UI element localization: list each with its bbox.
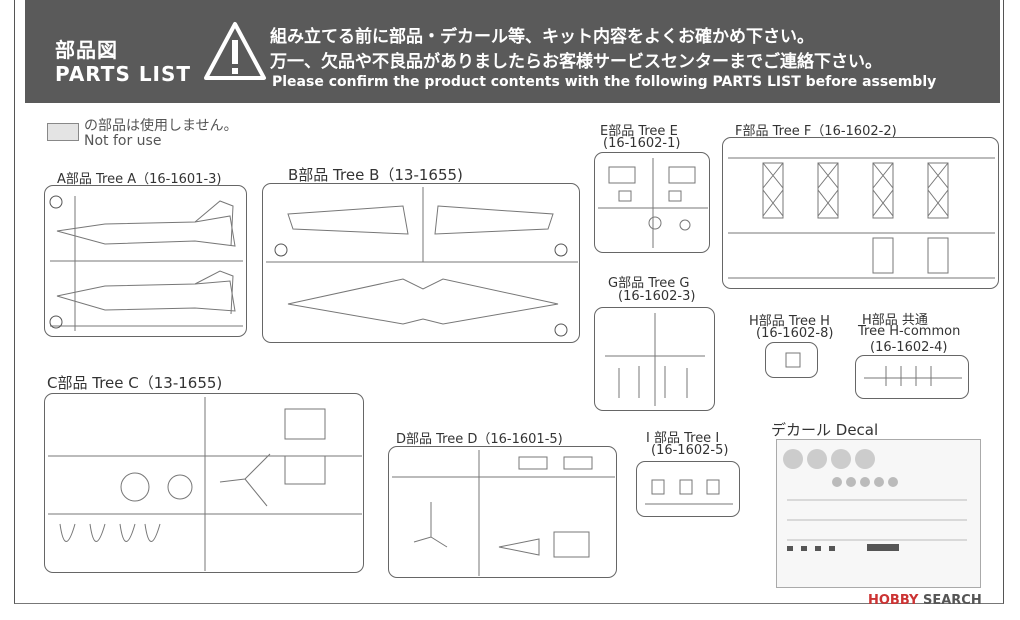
tree-h-common-parts-drawing (864, 366, 962, 386)
tree-b-frame (262, 183, 580, 343)
tree-i-parts-drawing (645, 479, 733, 505)
tree-i-frame (636, 461, 740, 517)
tree-e-parts-drawing (598, 158, 708, 248)
header-banner: 部品図 PARTS LIST 組み立てる前に部品・デカール等、キット内容をよくお… (25, 0, 1000, 103)
tree-h-parts-drawing (785, 352, 801, 368)
title-en: PARTS LIST (55, 62, 192, 86)
page-border (14, 0, 1004, 604)
title-jp: 部品図 (55, 38, 118, 62)
tree-f-parts-drawing (728, 157, 995, 279)
tree-d-frame (388, 446, 617, 578)
tree-g-frame (594, 307, 715, 411)
tree-c-parts-drawing (48, 397, 362, 571)
tree-g-label: G部品 Tree G (608, 276, 690, 291)
tree-h-common-label2: Tree H-common (858, 324, 961, 339)
tree-h-label: H部品 Tree H (749, 314, 830, 329)
tree-d-parts-drawing (392, 450, 615, 576)
tree-a-parts-drawing (49, 195, 243, 331)
tree-b-label: B部品 Tree B（13-1655) (288, 166, 463, 184)
tree-g-code: (16-1602-3) (618, 289, 696, 304)
notice-en: Please confirm the product contents with… (272, 74, 937, 90)
tree-f-frame (722, 137, 999, 289)
not-for-use-swatch (47, 123, 79, 141)
tree-g-parts-drawing (605, 313, 705, 406)
tree-h-common-label1: H部品 共通 (862, 313, 928, 328)
tree-i-code: (16-1602-5) (651, 443, 729, 458)
tree-h-common-frame (855, 355, 969, 399)
decal-label: デカール Decal (771, 421, 879, 439)
decal-sheet (776, 439, 981, 588)
tree-c-frame (44, 393, 364, 573)
tree-h-common-code: (16-1602-4) (870, 340, 948, 355)
tree-h-frame (765, 342, 818, 378)
notice-jp-line1: 組み立てる前に部品・デカール等、キット内容をよくお確かめ下さい。 (270, 27, 814, 47)
legend-jp: の部品は使用しません。 (84, 118, 238, 134)
decal-sheet-drawing (783, 449, 967, 551)
watermark-brand-b: SEARCH (922, 593, 982, 608)
watermark-brand: HOBBY (868, 593, 919, 608)
tree-b-parts-drawing (266, 187, 578, 337)
tree-a-frame (44, 185, 247, 337)
watermark: HOBBY SEARCH (868, 593, 982, 608)
notice-jp-line2: 万一、欠品や不良品がありましたらお客様サービスセンターまでご連絡下さい。 (270, 52, 882, 72)
legend-en: Not for use (84, 133, 162, 149)
tree-e-label: E部品 Tree E (600, 124, 678, 139)
tree-f-label: F部品 Tree F（16-1602-2) (735, 124, 897, 139)
tree-e-code: (16-1602-1) (603, 136, 681, 151)
tree-a-label: A部品 Tree A（16-1601-3) (57, 172, 222, 187)
tree-d-label: D部品 Tree D（16-1601-5) (396, 432, 563, 447)
warning-triangle-icon (204, 22, 266, 80)
tree-h-code: (16-1602-8) (756, 326, 834, 341)
tree-e-frame (594, 152, 710, 253)
tree-c-label: C部品 Tree C（13-1655) (47, 374, 223, 392)
tree-i-label: I 部品 Tree I (646, 431, 720, 446)
